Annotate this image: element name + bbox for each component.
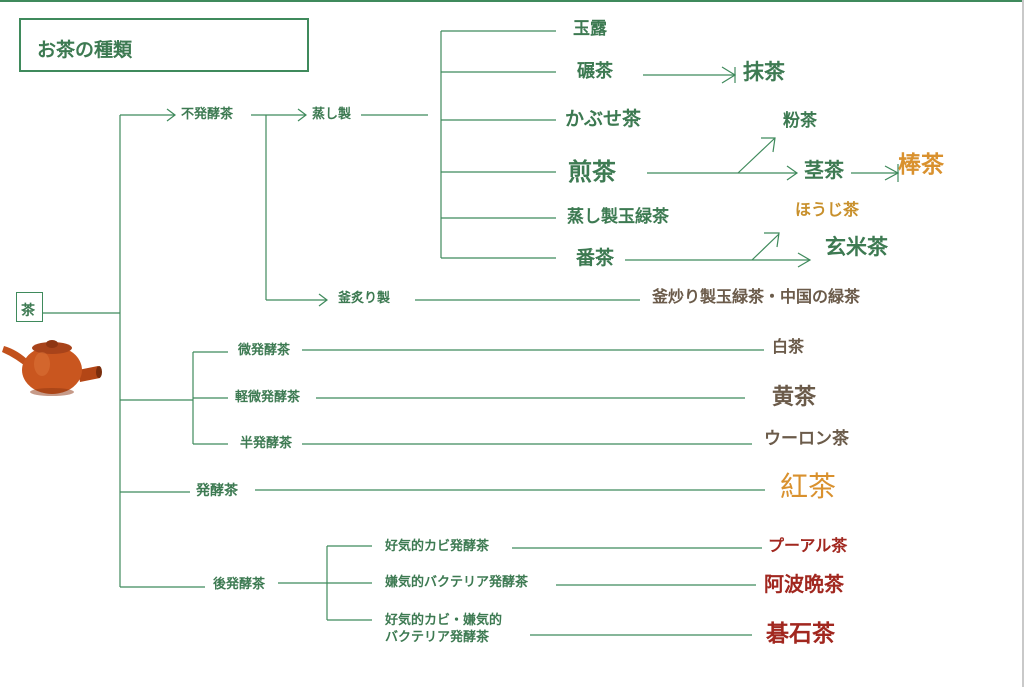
- tea-boucha: 棒茶: [898, 152, 944, 178]
- node-mold-and-bacteria-line2: バクテリア発酵茶: [385, 629, 490, 645]
- node-semi-fermented: 半発酵茶: [240, 436, 293, 451]
- teapot-illustration: [2, 340, 102, 396]
- tea-kamairi-chinese-green: 釜炒り製玉緑茶・中国の緑茶: [652, 287, 861, 306]
- node-steamed: 蒸し製: [312, 107, 352, 122]
- tea-oolong: ウーロン茶: [764, 429, 849, 449]
- node-lightly-fermented: 軽微発酵茶: [235, 390, 301, 405]
- tea-black: 紅茶: [780, 470, 837, 503]
- arrow-head: [297, 108, 307, 122]
- tea-bancha: 番茶: [576, 247, 615, 269]
- node-non-fermented: 不発酵茶: [181, 107, 234, 122]
- tea-yellow: 黄茶: [772, 385, 817, 410]
- page-title: お茶の種類: [37, 39, 133, 61]
- tea-awa-bancha: 阿波晩茶: [764, 572, 844, 596]
- bancha-to-houjicha: [751, 233, 780, 261]
- tea-kukicha: 茎茶: [804, 158, 844, 182]
- tea-white: 白茶: [772, 337, 805, 356]
- sencha-to-konacha: [737, 137, 776, 174]
- node-aerobic-mold: 好気的カビ発酵茶: [385, 539, 490, 554]
- tea-genmaicha: 玄米茶: [825, 235, 888, 259]
- tea-konacha: 粉茶: [783, 111, 817, 131]
- node-slightly-fermented: 微発酵茶: [238, 343, 291, 358]
- tea-gyokuro: 玉露: [573, 19, 607, 39]
- node-post-fermented: 後発酵茶: [213, 577, 266, 592]
- root-node: 茶: [16, 292, 43, 322]
- tea-mushisei-tamaryokucha: 蒸し製玉緑茶: [567, 207, 669, 227]
- arrow-head: [318, 293, 328, 307]
- title-box: お茶の種類: [19, 18, 309, 72]
- tea-houjicha: ほうじ茶: [795, 200, 860, 219]
- tea-tencha: 碾茶: [577, 61, 613, 82]
- node-mold-and-bacteria: 好気的カビ・嫌気的 バクテリア発酵茶: [385, 613, 502, 647]
- node-anaerobic-bacteria: 嫌気的バクテリア発酵茶: [385, 575, 529, 590]
- node-fermented: 発酵茶: [196, 483, 238, 499]
- tea-kabusecha: かぶせ茶: [565, 108, 642, 130]
- right-border: [1022, 0, 1024, 687]
- tea-puer: プーアル茶: [768, 536, 848, 555]
- tea-sencha: 煎茶: [568, 158, 616, 186]
- root-label: 茶: [21, 303, 35, 319]
- node-mold-and-bacteria-line1: 好気的カビ・嫌気的: [385, 613, 503, 628]
- top-border: [0, 0, 1024, 2]
- arrow-head: [166, 108, 176, 122]
- node-pan-fired: 釜炙り製: [338, 291, 391, 306]
- tea-matcha: 抹茶: [743, 60, 785, 84]
- tea-goishicha: 碁石茶: [766, 621, 835, 647]
